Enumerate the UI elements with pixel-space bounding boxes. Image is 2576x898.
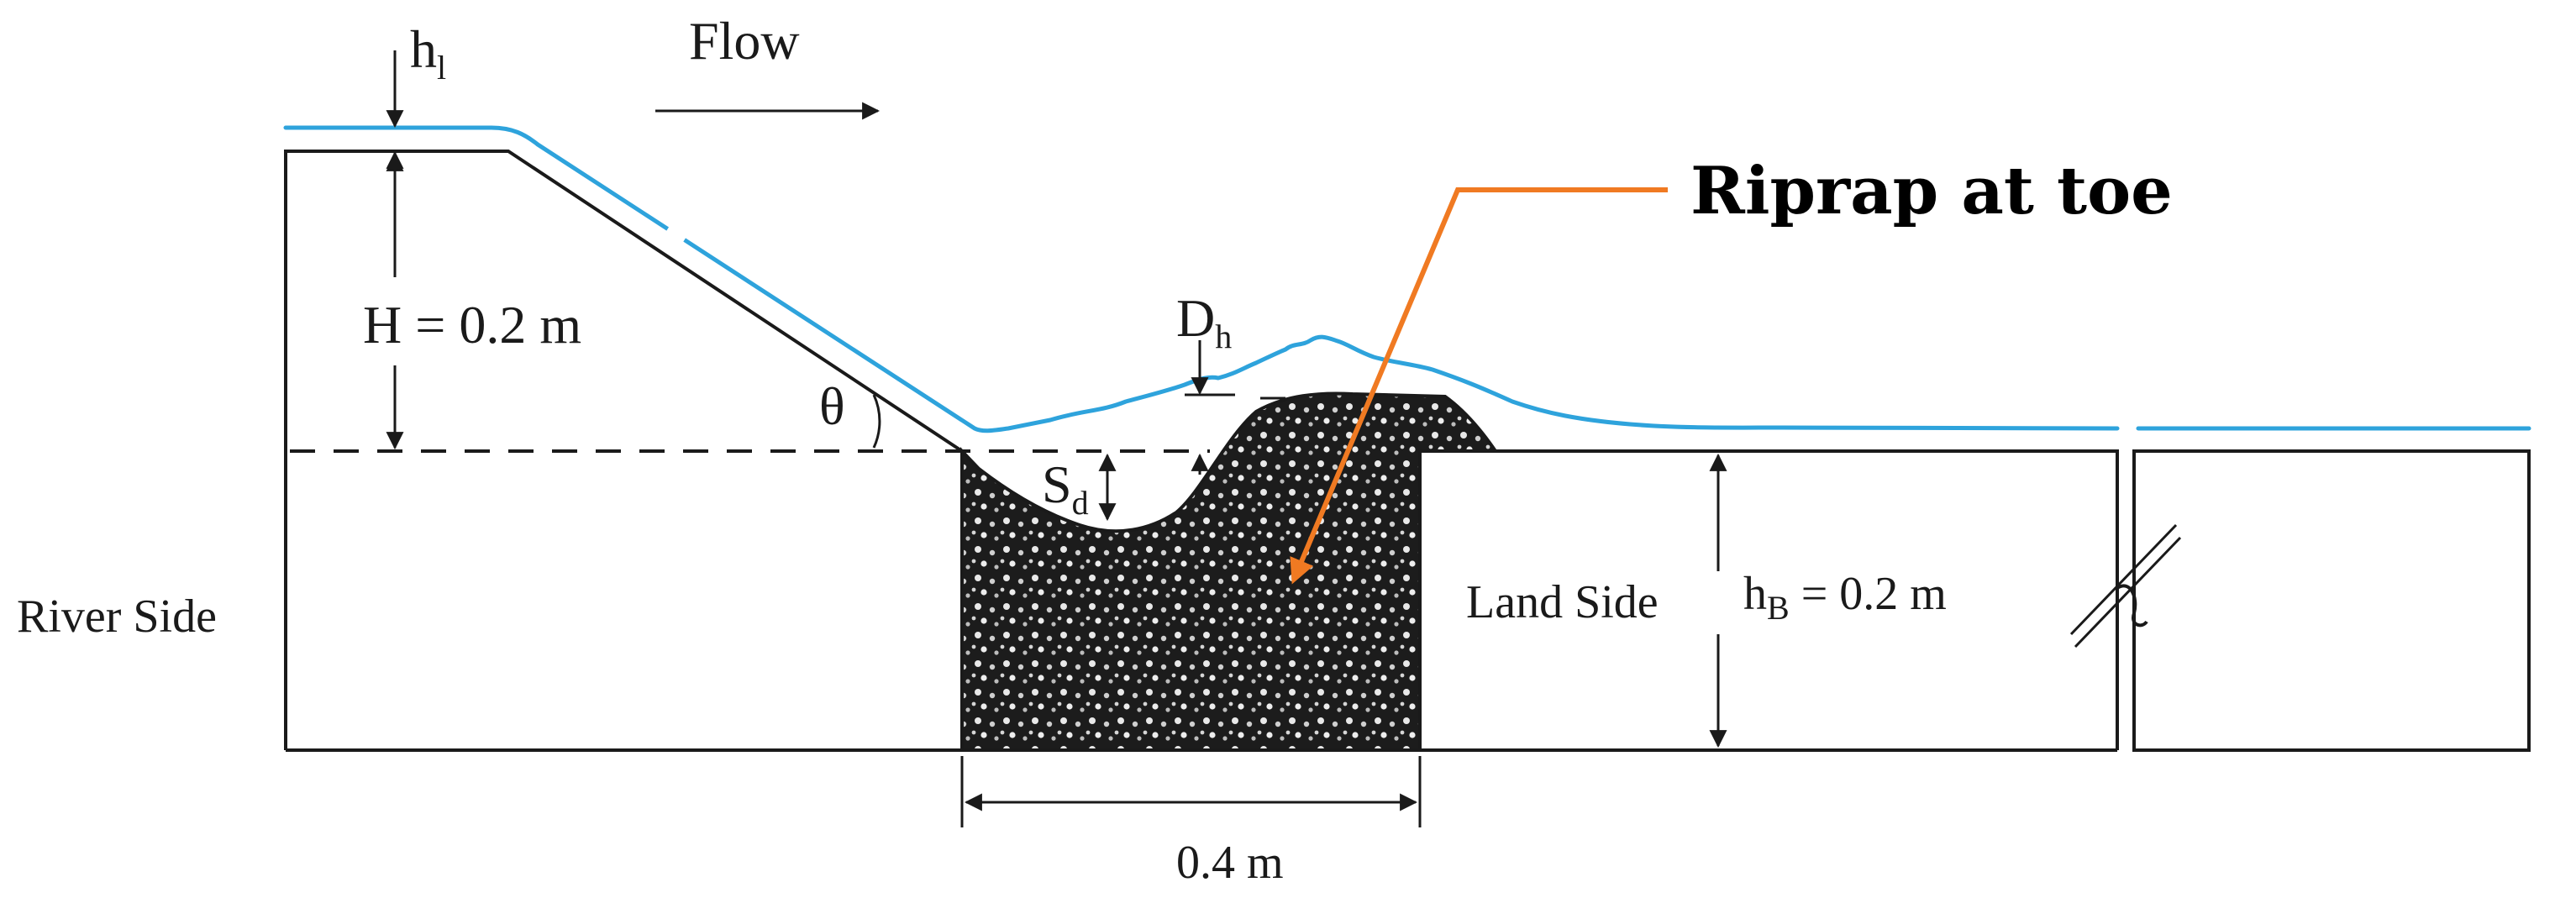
width-label: 0.4 m xyxy=(1176,837,1284,889)
slope-gap xyxy=(665,224,687,244)
theta-arc xyxy=(872,394,881,449)
callout-line xyxy=(1290,187,1668,585)
riprap-block xyxy=(960,391,1499,752)
land-side-label: Land Side xyxy=(1466,576,1659,628)
ground-block-right xyxy=(2132,449,2531,752)
Sd-label: Sd xyxy=(1042,454,1089,522)
river-side-label: River Side xyxy=(17,591,217,643)
flow-label: Flow xyxy=(689,11,800,71)
water-surface xyxy=(283,125,2531,433)
section-break-icon xyxy=(2069,523,2182,649)
callout-label: Riprap at toe xyxy=(1690,153,2173,229)
ground-line-land xyxy=(1420,449,2119,750)
Dh-label: Dh xyxy=(1176,288,1232,355)
hB-label: hB = 0.2 m xyxy=(1743,568,1947,627)
H-label: H = 0.2 m xyxy=(363,295,581,354)
theta-label: θ xyxy=(819,376,845,436)
hl-label: hl xyxy=(410,19,446,87)
